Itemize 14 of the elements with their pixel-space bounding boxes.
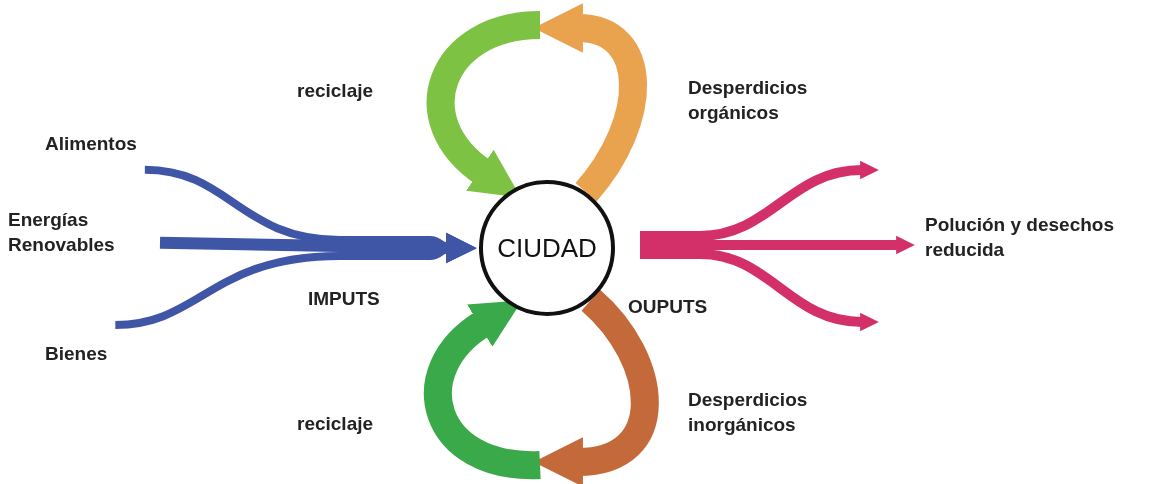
- edge-label: reciclaje: [297, 412, 374, 436]
- arrow: [640, 249, 879, 332]
- flow-label: Alimentos: [45, 132, 137, 157]
- flow-heading: OUPUTS: [628, 295, 708, 319]
- arrow: [640, 235, 915, 255]
- edge-label: reciclaje: [297, 79, 374, 103]
- flow-label: Bienes: [45, 342, 108, 367]
- flow-label: Polución y desechos reducida: [925, 213, 1130, 263]
- flow-label: Energías Renovables: [8, 208, 138, 258]
- circle-label: CIUDAD: [497, 232, 597, 264]
- arrow: [640, 160, 879, 241]
- edge-label: Desperdicios orgánicos: [688, 76, 809, 125]
- flow-heading: IMPUTS: [308, 287, 380, 311]
- edge-label: Desperdicios inorgánicos: [688, 388, 809, 437]
